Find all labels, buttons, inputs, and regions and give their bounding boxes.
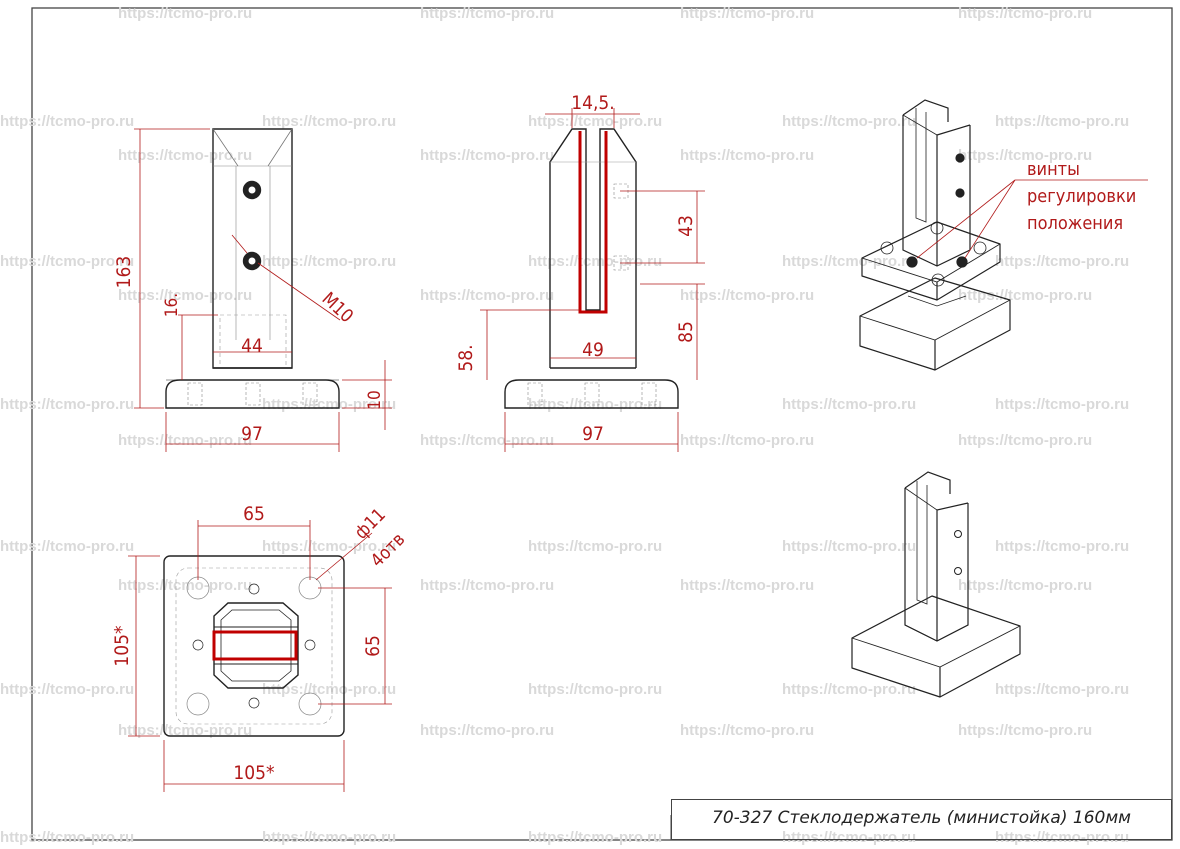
watermark-text: https://tcmo-pro.ru bbox=[782, 829, 916, 846]
watermark-text: https://tcmo-pro.ru bbox=[0, 538, 134, 555]
dim-side-width-49: 49 bbox=[582, 339, 604, 361]
dim-side-height-58: 58. bbox=[455, 344, 477, 371]
watermark-text: https://tcmo-pro.ru bbox=[420, 577, 554, 594]
sheet-frame bbox=[31, 7, 1173, 841]
iso-note-line-3: положения bbox=[1027, 213, 1123, 234]
dim-front-height-total: 163 bbox=[113, 256, 135, 289]
watermark-text: https://tcmo-pro.ru bbox=[262, 681, 396, 698]
watermark-text: https://tcmo-pro.ru bbox=[680, 5, 814, 22]
watermark-text: https://tcmo-pro.ru bbox=[528, 538, 662, 555]
watermark-text: https://tcmo-pro.ru bbox=[0, 829, 134, 846]
plan-view-glass-slot bbox=[212, 630, 298, 661]
watermark-text: https://tcmo-pro.ru bbox=[680, 577, 814, 594]
watermark-text: https://tcmo-pro.ru bbox=[958, 577, 1092, 594]
watermark-text: https://tcmo-pro.ru bbox=[782, 253, 916, 270]
iso-note-line-2: регулировки bbox=[1027, 186, 1136, 207]
dim-plan-hole-spacing-x: 65 bbox=[243, 503, 265, 525]
watermark-text: https://tcmo-pro.ru bbox=[118, 5, 252, 22]
iso-note-leaders bbox=[916, 179, 1148, 259]
watermark-text: https://tcmo-pro.ru bbox=[782, 538, 916, 555]
dim-front-base-thickness: 10 bbox=[365, 390, 385, 409]
front-view bbox=[165, 128, 340, 409]
dim-front-height-slot: 16. bbox=[162, 293, 182, 317]
watermark-text: https://tcmo-pro.ru bbox=[958, 147, 1092, 164]
watermark-text: https://tcmo-pro.ru bbox=[420, 432, 554, 449]
side-view-glass-slot bbox=[578, 131, 608, 314]
watermark-text: https://tcmo-pro.ru bbox=[680, 147, 814, 164]
watermark-text: https://tcmo-pro.ru bbox=[118, 287, 252, 304]
title-block-text: 70-327 Стеклодержатель (министойка) 160м… bbox=[712, 808, 1131, 828]
watermark-text: https://tcmo-pro.ru bbox=[782, 113, 916, 130]
dim-front-base-width: 97 bbox=[241, 423, 263, 445]
dim-plan-height: 105* bbox=[111, 625, 133, 667]
watermark-text: https://tcmo-pro.ru bbox=[782, 681, 916, 698]
dim-plan-width: 105* bbox=[233, 762, 275, 784]
watermark-text: https://tcmo-pro.ru bbox=[262, 253, 396, 270]
iso-view-bottom bbox=[851, 471, 1021, 698]
iso-note-line-1: винты bbox=[1027, 159, 1080, 180]
watermark-text: https://tcmo-pro.ru bbox=[0, 396, 134, 413]
watermark-text: https://tcmo-pro.ru bbox=[995, 538, 1129, 555]
watermark-text: https://tcmo-pro.ru bbox=[420, 287, 554, 304]
watermark-text: https://tcmo-pro.ru bbox=[0, 113, 134, 130]
watermark-text: https://tcmo-pro.ru bbox=[995, 681, 1129, 698]
watermark-text: https://tcmo-pro.ru bbox=[118, 147, 252, 164]
watermark-text: https://tcmo-pro.ru bbox=[118, 577, 252, 594]
dim-plan-hole-spacing-y: 65 bbox=[362, 635, 384, 657]
watermark-text: https://tcmo-pro.ru bbox=[528, 396, 662, 413]
watermark-text: https://tcmo-pro.ru bbox=[262, 396, 396, 413]
watermark-text: https://tcmo-pro.ru bbox=[782, 396, 916, 413]
watermark-text: https://tcmo-pro.ru bbox=[420, 722, 554, 739]
watermark-text: https://tcmo-pro.ru bbox=[0, 253, 134, 270]
watermark-text: https://tcmo-pro.ru bbox=[995, 829, 1129, 846]
plan-view-dimensions bbox=[128, 520, 392, 792]
dim-side-height-85: 85 bbox=[675, 321, 697, 343]
dim-side-glass-gap: 14,5. bbox=[571, 92, 614, 114]
title-block: 70-327 Стеклодержатель (министойка) 160м… bbox=[671, 799, 1172, 840]
dim-front-post-width: 44 bbox=[241, 335, 263, 357]
watermark-text: https://tcmo-pro.ru bbox=[958, 287, 1092, 304]
front-view-dimensions bbox=[134, 128, 392, 452]
watermark-text: https://tcmo-pro.ru bbox=[262, 113, 396, 130]
iso-note: винты регулировки положения bbox=[1027, 159, 1136, 234]
watermark-text: https://tcmo-pro.ru bbox=[958, 432, 1092, 449]
watermark-text: https://tcmo-pro.ru bbox=[528, 113, 662, 130]
watermark-text: https://tcmo-pro.ru bbox=[680, 722, 814, 739]
dim-front-thread: M10 bbox=[318, 288, 358, 327]
watermark-text: https://tcmo-pro.ru bbox=[995, 113, 1129, 130]
watermark-text: https://tcmo-pro.ru bbox=[528, 253, 662, 270]
watermark-layer: https://tcmo-pro.ru https://tcmo-pro.ru ht… bbox=[0, 5, 1129, 846]
watermark-text: https://tcmo-pro.ru bbox=[118, 432, 252, 449]
watermark-text: https://tcmo-pro.ru bbox=[118, 722, 252, 739]
dim-side-base-width: 97 bbox=[582, 423, 604, 445]
dim-side-screw-spacing: 43 bbox=[675, 215, 697, 237]
iso-view-top bbox=[859, 99, 1011, 371]
watermark-text: https://tcmo-pro.ru bbox=[0, 681, 134, 698]
watermark-text: https://tcmo-pro.ru bbox=[958, 722, 1092, 739]
watermark-text: https://tcmo-pro.ru bbox=[680, 287, 814, 304]
watermark-text: https://tcmo-pro.ru bbox=[995, 253, 1129, 270]
side-view-dimensions bbox=[480, 108, 705, 452]
watermark-text: https://tcmo-pro.ru bbox=[262, 538, 396, 555]
watermark-text: https://tcmo-pro.ru bbox=[420, 147, 554, 164]
watermark-text: https://tcmo-pro.ru bbox=[262, 829, 396, 846]
watermark-text: https://tcmo-pro.ru bbox=[680, 432, 814, 449]
side-view bbox=[504, 128, 679, 409]
watermark-text: https://tcmo-pro.ru bbox=[958, 5, 1092, 22]
plan-view bbox=[163, 555, 345, 737]
watermark-text: https://tcmo-pro.ru bbox=[420, 5, 554, 22]
watermark-text: https://tcmo-pro.ru bbox=[528, 829, 662, 846]
watermark-text: https://tcmo-pro.ru bbox=[995, 396, 1129, 413]
watermark-text: https://tcmo-pro.ru bbox=[528, 681, 662, 698]
